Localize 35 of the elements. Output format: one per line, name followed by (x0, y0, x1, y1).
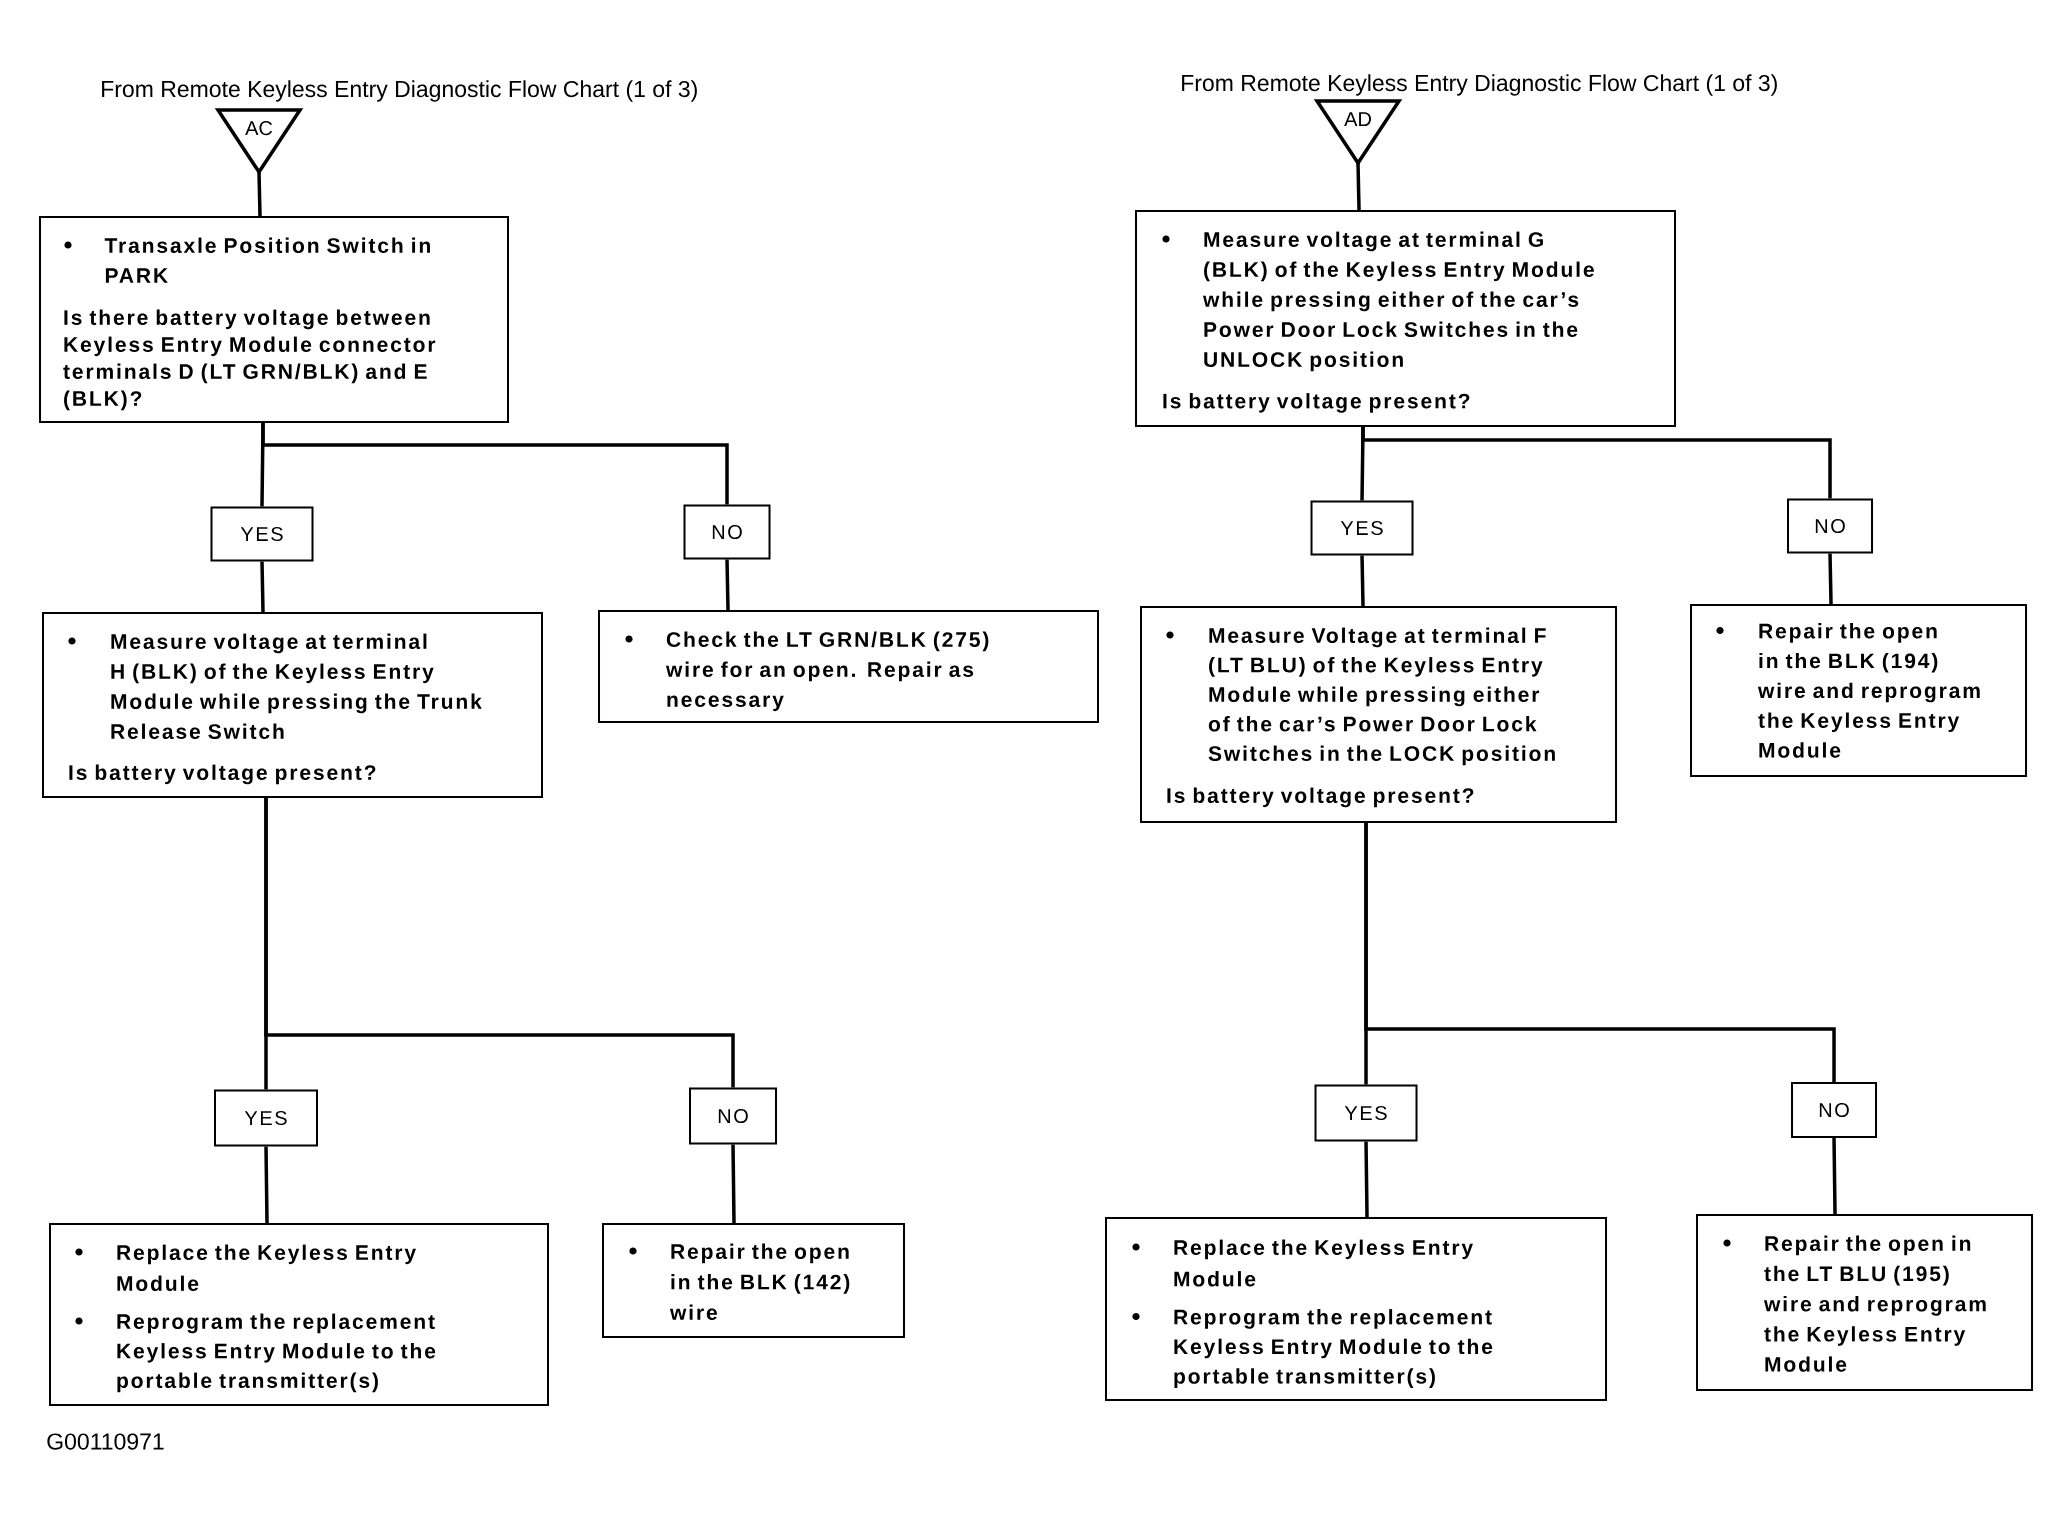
connector-line (260, 561, 265, 613)
connector-line (725, 559, 730, 611)
branch-box: YES (210, 506, 314, 562)
process-box: Measure voltage at terminal G (BLK) of the Keyless Entry Module while pressing either of the car’s Power Door Lock Switches in the UNLOCK position Is battery voltage present? (1135, 210, 1676, 427)
process-box: Measure Voltage at terminal F (LT BLU) of the Keyless Entry Module while pressing either of the car’s Power Door Lock Switches in the LOCK position Is battery voltage present? (1140, 606, 1617, 823)
connector-line (1828, 553, 1833, 605)
process-box: Repair the open in the BLK (194) wire and reprogram the Keyless Entry Module (1690, 604, 2028, 777)
process-box: Check the LT GRN/BLK (275) wire for an open. Repair as necessary (598, 610, 1099, 723)
connector-line (731, 1144, 736, 1224)
connector-line (264, 798, 735, 1088)
process-box: Replace the Keyless Entry Module Reprogram the replacement Keyless Entry Module to the portable transmitter(s) (1105, 1217, 1607, 1401)
reference-text: From Remote Keyless Entry Diagnostic Flow Chart (1 of 3) (1182, 74, 1777, 96)
branch-box: YES (1314, 1084, 1418, 1142)
connector-line (1364, 823, 1836, 1082)
process-box: Repair the open in the BLK (142) wire (602, 1223, 905, 1338)
connector-line (264, 1146, 269, 1224)
process-box: Transaxle Position Switch in PARK Is there battery voltage between Keyless Entry Module connector terminals D (LT GRN/BLK) and E (BLK)? (39, 216, 509, 423)
process-box: Measure voltage at terminal H (BLK) of the Keyless Entry Module while pressing the Trunk Release Switch Is battery voltage present? (42, 612, 543, 798)
connector-line (1361, 427, 1832, 499)
connector-line (1364, 1141, 1369, 1218)
process-box: Replace the Keyless Entry Module Reprogram the replacement Keyless Entry Module to the portable transmitter(s) (49, 1223, 549, 1406)
connector-line (261, 423, 729, 505)
process-box: Repair the open in the LT BLU (195) wire and reprogram the Keyless Entry Module (1696, 1214, 2033, 1391)
reference-text: From Remote Keyless Entry Diagnostic Flow Chart (1 of 3) (102, 80, 697, 102)
branch-box: YES (1310, 500, 1414, 556)
branch-box: YES (214, 1089, 318, 1147)
connector-line (1832, 1138, 1837, 1215)
branch-box: NO (1787, 498, 1873, 554)
figure-code: G00110971 (47, 1433, 164, 1450)
branch-box: NO (689, 1087, 777, 1145)
branch-box: NO (1791, 1082, 1877, 1138)
connector-line (257, 171, 262, 217)
connector-line (1360, 555, 1365, 607)
branch-box: NO (683, 504, 771, 560)
connector-line (1356, 162, 1361, 211)
